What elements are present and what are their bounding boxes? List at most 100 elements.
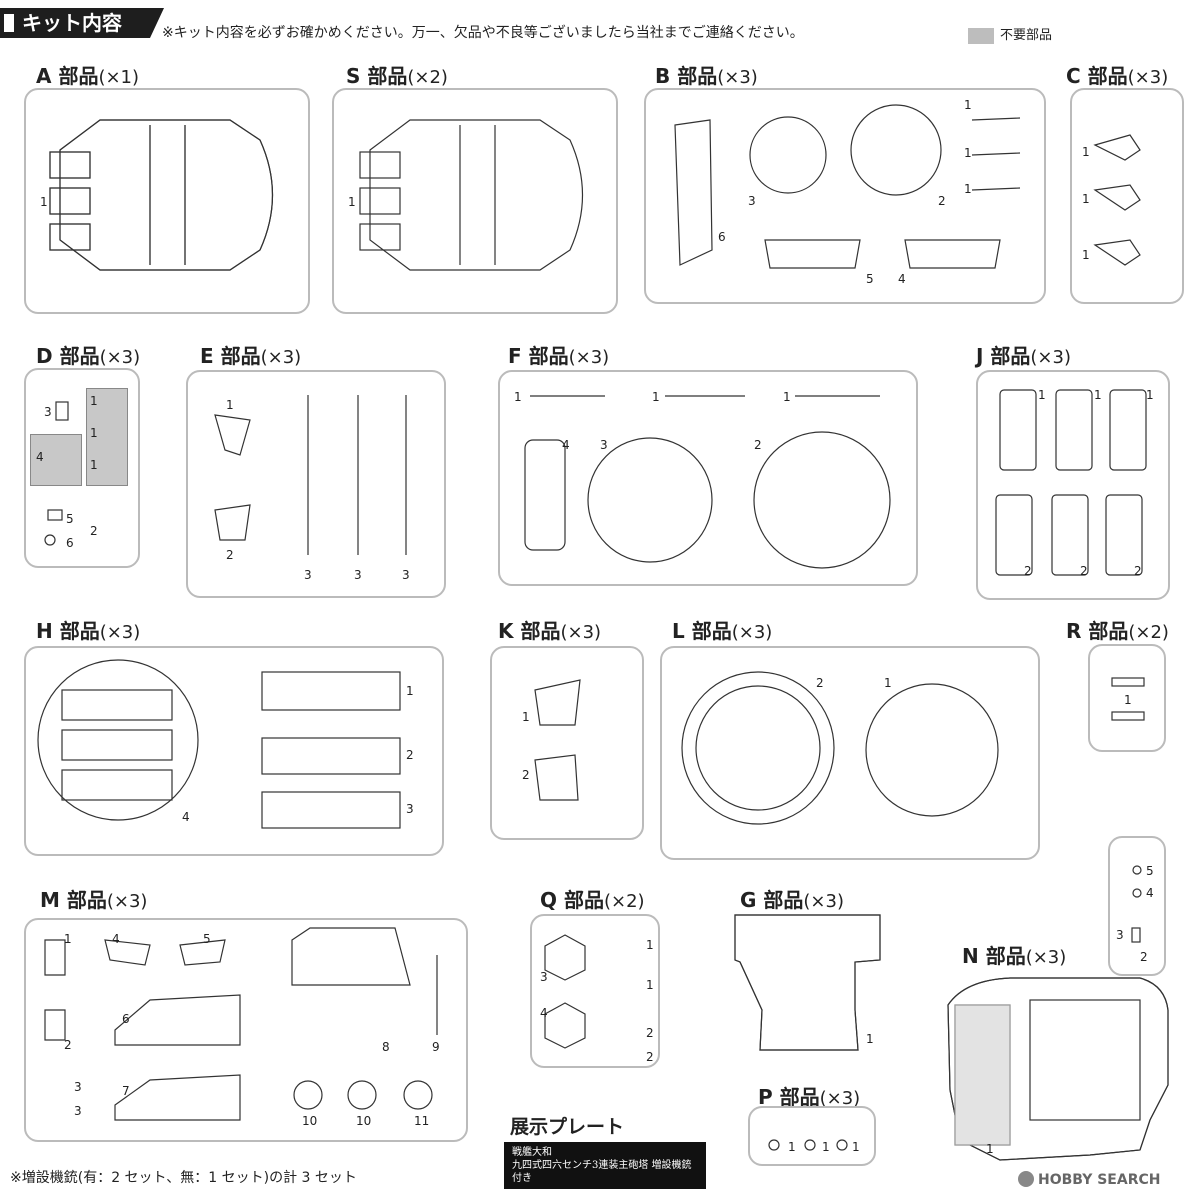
part-p1: 1 [822,1140,830,1154]
part-a1: 1 [40,195,48,209]
part-c1: 1 [1082,145,1090,159]
part-h4: 4 [182,810,190,824]
part-d4: 4 [36,450,44,464]
sprue-p-label: P 部品(×3) [758,1085,861,1109]
part-p1: 1 [788,1140,796,1154]
part-q1: 1 [646,978,654,992]
footnote: ※増設機銃(有：2 セット、無：1 セット)の計 3 セット [10,1170,357,1186]
sprue-j-label: J 部品(×3) [976,344,1071,368]
part-d2: 2 [90,524,98,538]
part-m11: 11 [414,1114,430,1128]
part-j1: 1 [1038,388,1046,402]
sprue-h-label: H 部品(×3) [36,619,141,643]
part-j2: 2 [1080,564,1088,578]
sprue-k-frame [490,646,644,840]
sprue-j-frame [976,370,1170,600]
sprue-c-label: C 部品(×3) [1066,64,1169,88]
part-n5: 5 [1146,864,1154,878]
sprue-m-label: M 部品(×3) [40,888,148,912]
part-e2: 2 [226,548,234,562]
plate-line-1: 戦艦大和 [512,1147,552,1158]
part-e3: 3 [304,568,312,582]
part-q2: 2 [646,1050,654,1064]
part-g1: 1 [866,1032,874,1046]
part-f2: 2 [754,438,762,452]
part-d5: 5 [66,512,74,526]
sprue-e-frame [186,370,446,598]
part-f1: 1 [514,390,522,404]
sprue-r-label: R 部品(×2) [1066,619,1169,643]
watermark-logo-icon [1018,1171,1034,1187]
sprue-s-label: S 部品(×2) [346,64,448,88]
sprue-p-frame [748,1106,876,1166]
part-k1: 1 [522,710,530,724]
part-m2: 2 [64,1038,72,1052]
sprue-e-label: E 部品(×3) [200,344,302,368]
part-q3: 3 [540,970,548,984]
part-m7: 7 [122,1084,130,1098]
part-f4: 4 [562,438,570,452]
sprue-s-frame [332,88,618,314]
plate-line-2: 九四式四六センチ3連装主砲塔 増設機銃付き [512,1160,692,1184]
sprue-b-label: B 部品(×3) [655,64,758,88]
kit-contents-header: キット内容 [0,8,164,38]
part-b3: 3 [748,194,756,208]
part-m8: 8 [382,1040,390,1054]
sprue-k-label: K 部品(×3) [498,619,602,643]
part-c1: 1 [1082,248,1090,262]
part-b2: 2 [938,194,946,208]
part-l1: 1 [884,676,892,690]
part-m10: 10 [302,1114,318,1128]
part-b6: 6 [718,230,726,244]
part-m6: 6 [122,1012,130,1026]
part-n3: 3 [1116,928,1124,942]
part-c1: 1 [1082,192,1090,206]
gray-swatch [968,27,994,44]
display-plate-title: 展示プレート [510,1116,625,1138]
sprue-l-label: L 部品(×3) [672,619,773,643]
sprue-q-label: Q 部品(×2) [540,888,645,912]
sprue-c-frame [1070,88,1184,304]
part-f3: 3 [600,438,608,452]
part-l2: 2 [816,676,824,690]
part-f1: 1 [783,390,791,404]
part-k2: 2 [522,768,530,782]
part-f1: 1 [652,390,660,404]
part-j2: 2 [1024,564,1032,578]
part-e3: 3 [402,568,410,582]
part-b5: 5 [866,272,874,286]
kit-notice: ※キット内容を必ずお確かめください。万一、欠品や不良等ございましたら当社までご連… [162,25,804,41]
part-d3: 3 [44,405,52,419]
part-r1: 1 [1124,693,1132,707]
part-j1: 1 [1094,388,1102,402]
sprue-a-label: A 部品(×1) [36,64,140,88]
part-m1: 1 [64,932,72,946]
display-plate: 戦艦大和 九四式四六センチ3連装主砲塔 増設機銃付き [504,1142,706,1189]
part-j2: 2 [1134,564,1142,578]
legend-label: 不要部品 [1000,28,1053,43]
sprue-d-unused-column [86,388,128,486]
part-b1: 1 [964,98,972,112]
part-h3: 3 [406,802,414,816]
part-q4: 4 [540,1006,548,1020]
part-d6: 6 [66,536,74,550]
part-m3: 3 [74,1080,82,1094]
sprue-m-frame [24,918,468,1142]
part-s1: 1 [348,195,356,209]
part-d1: 1 [90,394,98,408]
sprue-h-frame [24,646,444,856]
sprue-n-gate [1108,836,1166,976]
part-b1: 1 [964,182,972,196]
part-d1: 1 [90,458,98,472]
sprue-g-label: G 部品(×3) [740,888,844,912]
part-q2: 2 [646,1026,654,1040]
part-j1: 1 [1146,388,1154,402]
sprue-a-frame [24,88,310,314]
watermark: HOBBY SEARCH [1018,1171,1160,1188]
sprue-n-label: N 部品(×3) [962,944,1067,968]
part-b1: 1 [964,146,972,160]
sprue-r-frame [1088,644,1166,752]
part-d1: 1 [90,426,98,440]
part-m9: 9 [432,1040,440,1054]
